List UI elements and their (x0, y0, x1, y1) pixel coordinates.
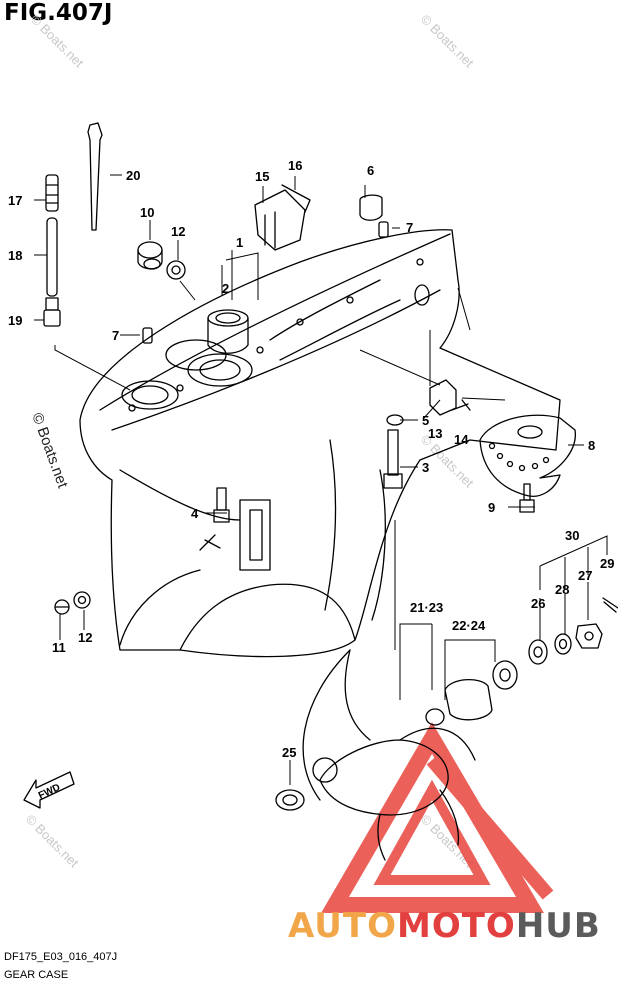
part-label: 9 (488, 500, 495, 515)
part-label: 1 (236, 235, 243, 250)
part-28-washer (554, 633, 572, 655)
watermark: © Boats.net (23, 812, 82, 871)
part-label: 12 (78, 630, 92, 645)
part-7-pin (142, 221, 389, 344)
part-label: 25 (282, 745, 296, 760)
part-20-tube (87, 122, 103, 231)
part-10-plug (137, 241, 163, 270)
diagram-caption: GEAR CASE (4, 969, 69, 981)
brand-wordmark: AUTOMOTOHUB (288, 906, 601, 946)
part-label: 28 (555, 582, 569, 597)
part-label: 15 (255, 169, 269, 184)
fwd-arrow (23, 771, 75, 809)
part-26-washer (528, 639, 548, 665)
part-label: 19 (8, 313, 22, 328)
part-27-nut (575, 623, 603, 649)
part-label: 7 (112, 328, 119, 343)
part-label: 2 (222, 281, 229, 296)
part-label: 18 (8, 248, 22, 263)
part-14-bolt (451, 399, 471, 411)
part-label: 27 (578, 568, 592, 583)
part-25-spacer (275, 789, 305, 811)
part-label: 5 (422, 413, 429, 428)
part-label: 6 (367, 163, 374, 178)
part-label: 13 (428, 426, 442, 441)
part-label: 7 (406, 220, 413, 235)
part-label: 8 (588, 438, 595, 453)
part-18-pipe (46, 217, 58, 297)
part-22-24-bushing (425, 660, 518, 726)
part-11-plug (54, 599, 70, 615)
part-4-bolt (213, 487, 230, 523)
fwd-label: FWD (37, 782, 62, 802)
propeller (302, 649, 476, 861)
part-label: 11 (52, 640, 66, 655)
part-label: 30 (565, 528, 579, 543)
part-label: 12 (171, 224, 185, 239)
part-label: 14 (454, 432, 469, 447)
part-label: 16 (288, 158, 302, 173)
part-2-shaft (207, 309, 249, 354)
part-label: 22·24 (452, 618, 486, 633)
part-label: 20 (126, 168, 140, 183)
part-label: 4 (191, 506, 199, 521)
part-label: 10 (140, 205, 154, 220)
part-12-washer (166, 260, 186, 280)
part-label: 29 (600, 556, 614, 571)
part-label: 26 (531, 596, 545, 611)
brand-hub: HUB (515, 906, 601, 946)
watermark: © Boats.net (28, 411, 71, 491)
part-12-lower-washer (73, 591, 91, 609)
part-3-bolt (383, 429, 403, 489)
part-6-cap (359, 194, 383, 221)
part-labels: 1 2 3 4 5 6 7 7 8 9 10 11 12 12 13 14 15… (8, 158, 614, 760)
part-label: 17 (8, 193, 22, 208)
figure-title: FIG.407J (4, 0, 113, 26)
part-19-fitting (43, 297, 61, 327)
diagram-code: DF175_E03_016_407J (4, 951, 118, 963)
brand-moto: MOTO (396, 906, 516, 946)
part-label: 21·23 (410, 600, 443, 615)
part-9-bolt (519, 483, 535, 513)
part-label: 3 (422, 460, 429, 475)
part-15-16-clip (254, 184, 311, 251)
leader-lines (34, 174, 608, 785)
part-29-cotter-pin (602, 597, 618, 613)
watermark: © Boats.net (28, 12, 87, 71)
part-17-grommet (45, 174, 59, 212)
brand-logo-triangle (321, 722, 554, 913)
watermark: © Boats.net (418, 12, 477, 71)
part-8-anode (479, 414, 576, 497)
gear-case-deck (121, 258, 430, 412)
gear-case-housing (79, 229, 561, 658)
brand-auto: AUTO (288, 906, 397, 946)
